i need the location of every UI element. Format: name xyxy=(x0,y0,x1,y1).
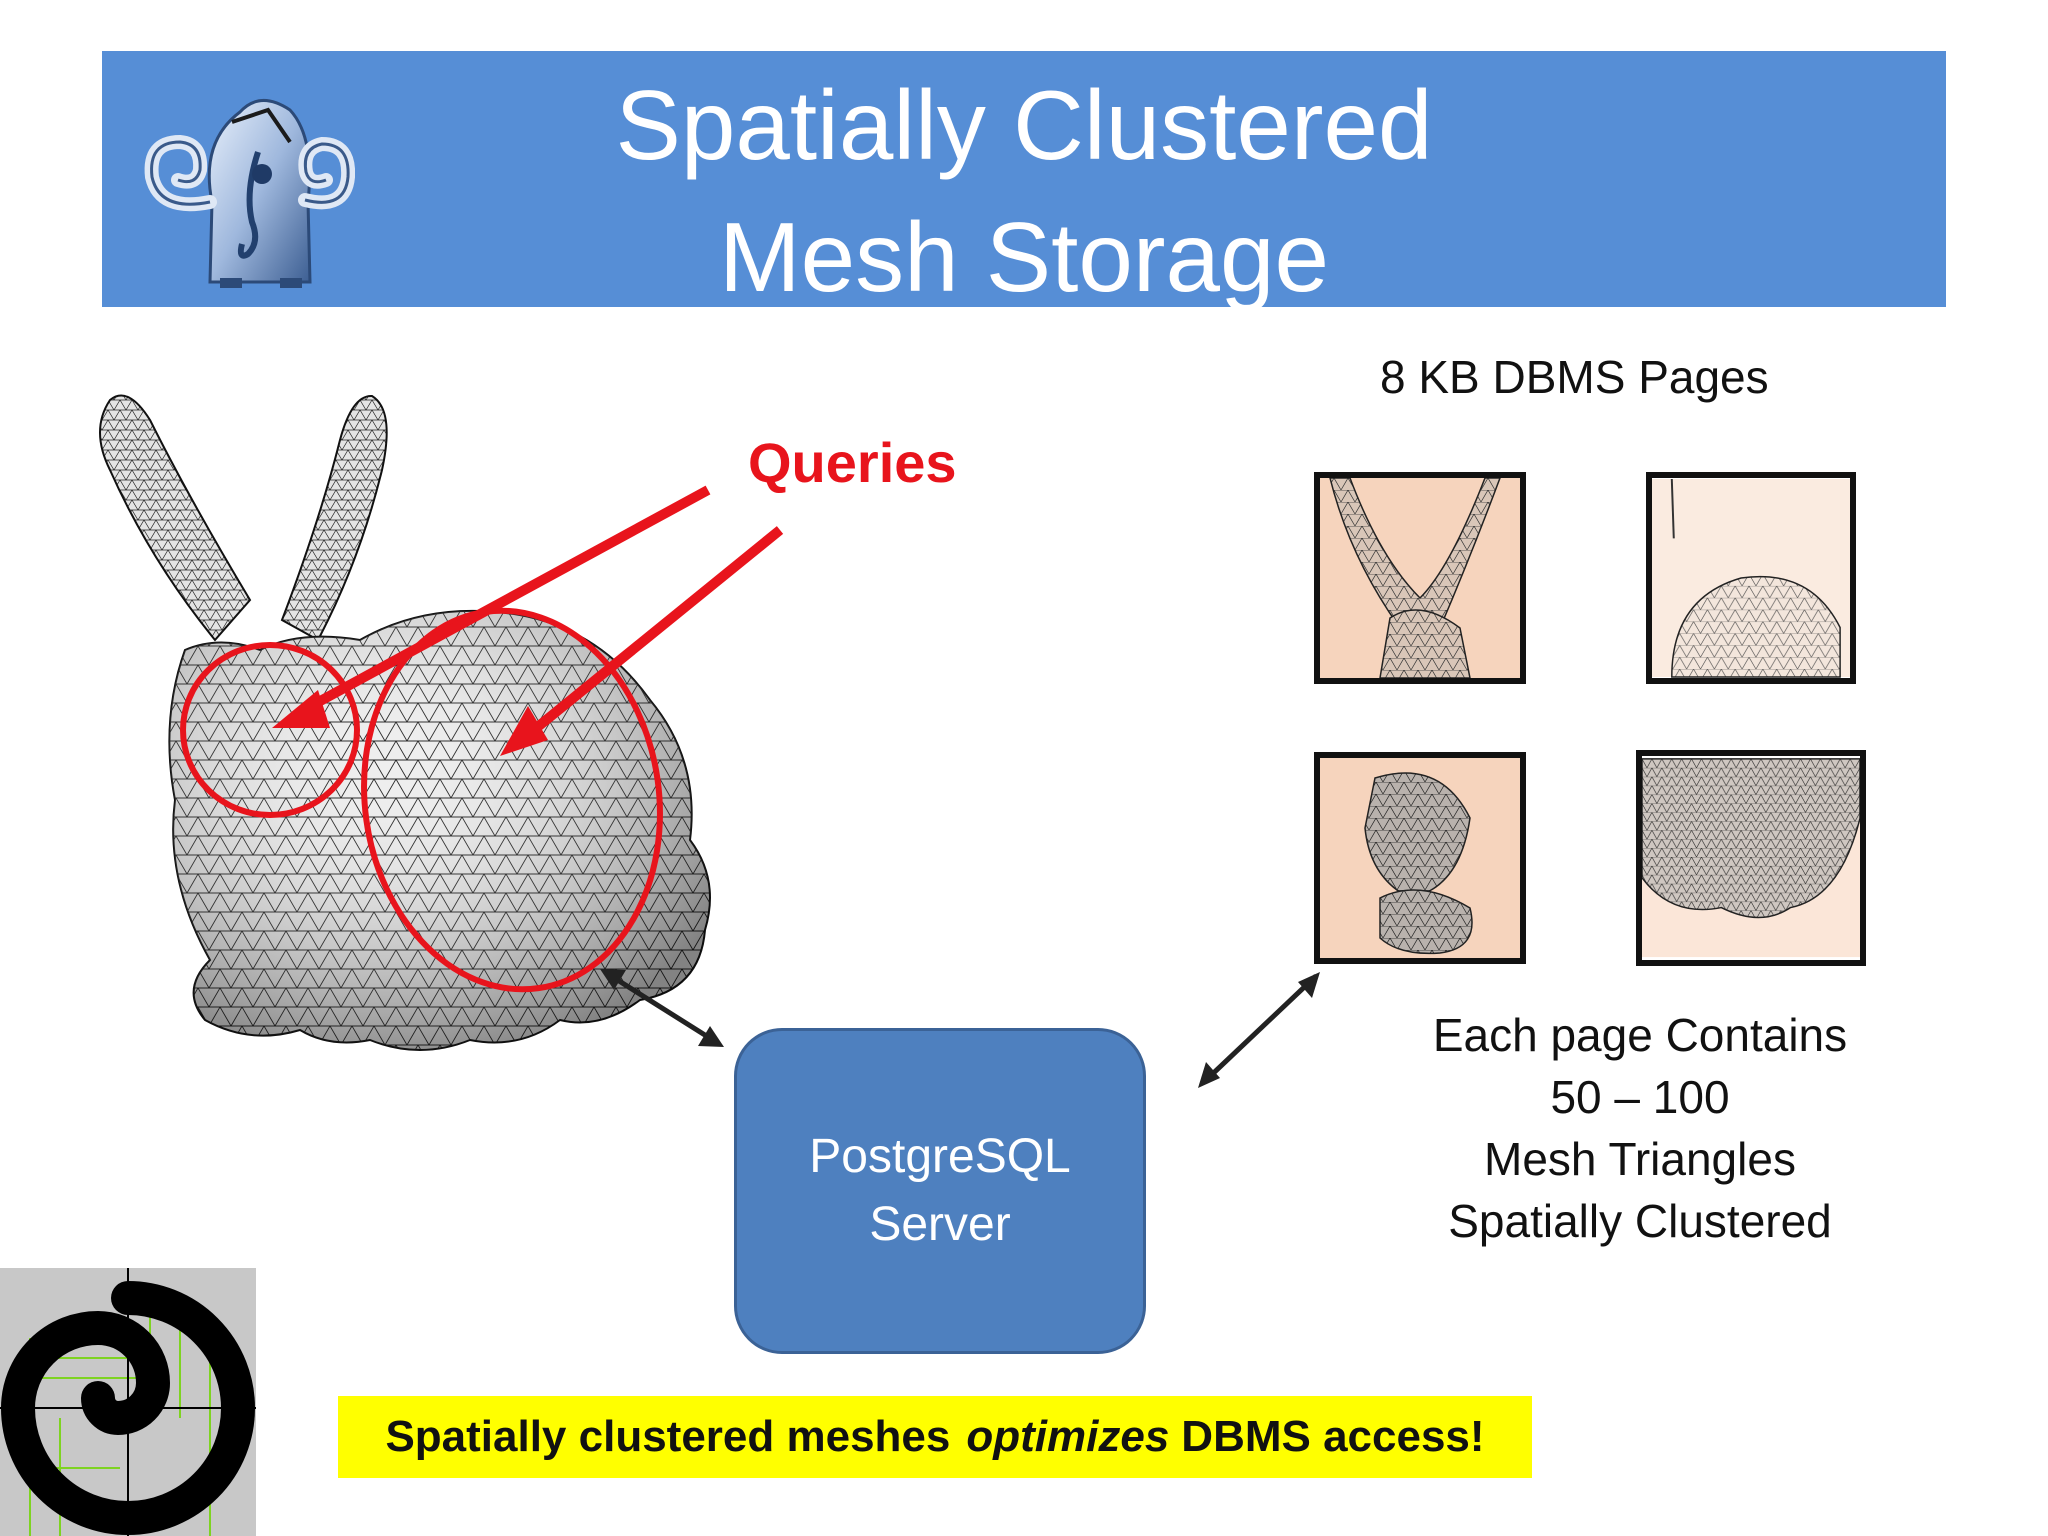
contains-line-3: Mesh Triangles xyxy=(1484,1133,1796,1185)
postgresql-server-box: PostgreSQL Server xyxy=(734,1028,1146,1354)
title-bar: Spatially Clustered Mesh Storage xyxy=(102,51,1946,312)
title-line-1: Spatially Clustered xyxy=(615,70,1433,180)
banner-part-1: Spatially clustered meshes xyxy=(385,1412,951,1461)
mesh-page-ears xyxy=(1314,472,1526,684)
spiral-logo-icon xyxy=(0,1268,256,1536)
title-line-2: Mesh Storage xyxy=(718,202,1330,312)
conclusion-banner: Spatially clustered meshes optimizes DBM… xyxy=(338,1396,1532,1478)
mesh-page-feet xyxy=(1636,750,1866,966)
contains-line-1: Each page Contains xyxy=(1432,1009,1848,1061)
pages-label: 8 KB DBMS Pages xyxy=(1380,351,1769,403)
server-line-1: PostgreSQL xyxy=(809,1130,1071,1183)
contains-line-4: Spatially Clustered xyxy=(1448,1195,1832,1247)
server-line-2: Server xyxy=(869,1198,1011,1251)
banner-emphasis: optimizes xyxy=(966,1412,1170,1461)
contains-line-2: 50 – 100 xyxy=(1550,1071,1730,1123)
banner-part-2: DBMS access! xyxy=(1181,1412,1485,1461)
page-contents-description: Each page Contains 50 – 100 Mesh Triangl… xyxy=(1400,1004,1880,1252)
mammoth-logo-icon xyxy=(144,99,355,288)
mesh-page-chest xyxy=(1314,752,1526,964)
queries-label: Queries xyxy=(748,431,957,494)
page-title: Spatially Clustered Mesh Storage xyxy=(102,59,1946,323)
mesh-page-back xyxy=(1646,472,1856,684)
